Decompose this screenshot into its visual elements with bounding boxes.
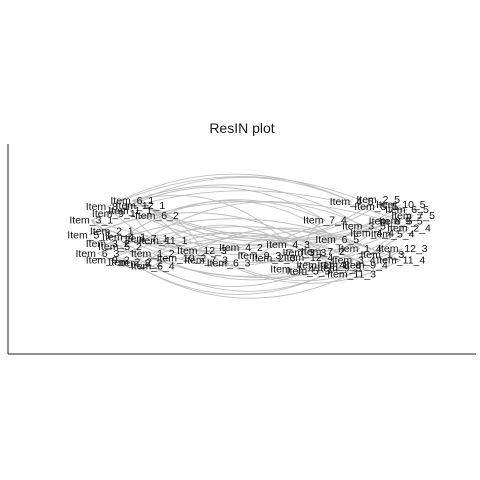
network-edge — [351, 264, 366, 275]
node-label: Item_6_5 — [315, 234, 359, 246]
network-edge — [152, 235, 367, 267]
network-edge — [97, 226, 401, 261]
node-label: Item_6_5 — [385, 204, 429, 216]
network-edge — [152, 232, 340, 266]
node-label: Item_7_4 — [303, 215, 347, 227]
node-label: Item_5_3 — [287, 265, 331, 277]
network-edge — [107, 206, 241, 252]
node-label: Item_7_3 — [184, 255, 228, 267]
node-label: Item_9_1 — [92, 208, 136, 220]
node-label: Item_9_2 — [86, 255, 130, 267]
node-label: Item_11_1 — [139, 235, 188, 247]
node-label: Item_4_3 — [266, 239, 310, 251]
network-edge — [111, 230, 338, 266]
node-label: Item_4_1 — [102, 231, 146, 243]
node-label: Item_9_4 — [344, 260, 388, 272]
node-label: Item_7_2 — [301, 246, 345, 258]
node-layer: Item_6_1Item_12_1Item_8_1Item_1_1Item_9_… — [67, 194, 435, 280]
node-label: Item_5_2 — [98, 241, 142, 253]
node-label: Item_1_1 — [108, 205, 152, 217]
node-label: Item_12_3 — [378, 243, 428, 255]
node-label: Item_1_4 — [338, 243, 382, 255]
network-edge — [259, 223, 393, 256]
network-edge — [129, 261, 340, 295]
node-label: Item_9_3 — [317, 262, 361, 274]
node-label: Item_4_5 — [330, 196, 374, 208]
node-label: Item_3_5 — [342, 221, 386, 233]
node-label: Item_11_4 — [376, 255, 425, 267]
node-label: Item_12_3 — [177, 245, 227, 257]
node-label: Item_8_3 — [317, 260, 361, 272]
network-edge — [123, 199, 379, 252]
chart-title: ResIN plot — [209, 120, 274, 136]
network-edge — [304, 219, 326, 253]
network-edge — [273, 227, 410, 266]
network-edge — [119, 246, 309, 287]
node-label: Item_11_3 — [327, 268, 376, 280]
node-label: Item_4_4 — [350, 227, 394, 239]
network-edge — [140, 237, 340, 269]
network-edge — [181, 250, 203, 259]
network-edge — [132, 184, 373, 234]
node-label: Item_7_1 — [125, 233, 169, 245]
network-edge — [156, 200, 338, 241]
node-label: Item_5_5 — [354, 201, 398, 213]
node-label: Item_8_2 — [119, 258, 163, 270]
network-edge — [107, 176, 377, 207]
node-label: Item_6_4 — [131, 261, 175, 273]
network-edge — [89, 212, 324, 252]
network-edge — [90, 219, 321, 277]
network-edge — [201, 250, 402, 284]
node-label: Item_6_1 — [110, 195, 154, 207]
node-label: Item_7_5 — [391, 210, 435, 222]
node-label: Item_1_2 — [131, 248, 175, 260]
network-edge — [228, 248, 404, 282]
network-edge — [291, 267, 309, 272]
node-label: Item_3_3 — [283, 247, 327, 259]
network-edge — [107, 173, 352, 207]
node-label: Item_8_5 — [369, 216, 413, 228]
network-edge — [91, 190, 401, 222]
network-edge — [107, 257, 131, 263]
network-edge — [129, 205, 141, 211]
node-label: Item_2_2 — [108, 257, 152, 269]
network-edge — [107, 242, 121, 247]
node-label: Item_4_2 — [219, 242, 263, 254]
network-edge — [308, 215, 414, 259]
network-edge — [129, 210, 391, 247]
node-label: Item_1_4 — [270, 263, 314, 275]
node-label: Item_8_1 — [86, 201, 130, 213]
node-label: Item_2_3 — [252, 253, 296, 265]
node-label: Item_3_2 — [86, 238, 130, 250]
node-label: Item_6_3 — [76, 248, 120, 260]
network-edge — [132, 200, 414, 239]
node-label: Item_5_4 — [371, 228, 415, 240]
network-edge — [259, 254, 274, 260]
network-edge — [119, 246, 404, 278]
edge-layer — [89, 173, 414, 299]
node-label: Item_9_3 — [237, 250, 281, 262]
node-label: Item_6_3 — [207, 258, 251, 270]
node-label: Item_3_4 — [332, 255, 376, 267]
network-edge — [129, 210, 202, 251]
network-edge — [132, 200, 158, 216]
network-edge — [287, 232, 373, 252]
node-label: Item_2_5 — [356, 194, 400, 206]
network-edge — [91, 209, 408, 246]
node-label: Item_6_2 — [135, 210, 179, 222]
node-label: Item_12_4 — [284, 252, 334, 264]
node-label: Item_9_5 — [379, 216, 423, 228]
node-label: Item_5_1 — [67, 229, 111, 241]
node-label: Item_2_1 — [90, 225, 134, 237]
node-label: Item_3_1 — [69, 215, 113, 227]
network-edge — [181, 227, 383, 259]
node-label: Item_1_3 — [360, 249, 404, 261]
node-label: Item_10_5 — [376, 199, 426, 211]
node-label: Item_2_4 — [387, 223, 431, 235]
network-edge — [113, 186, 326, 221]
node-label: Item_10_2 — [157, 253, 207, 265]
node-label: Item_12_1 — [116, 200, 166, 212]
node-label: Item_11_4 — [296, 260, 345, 272]
